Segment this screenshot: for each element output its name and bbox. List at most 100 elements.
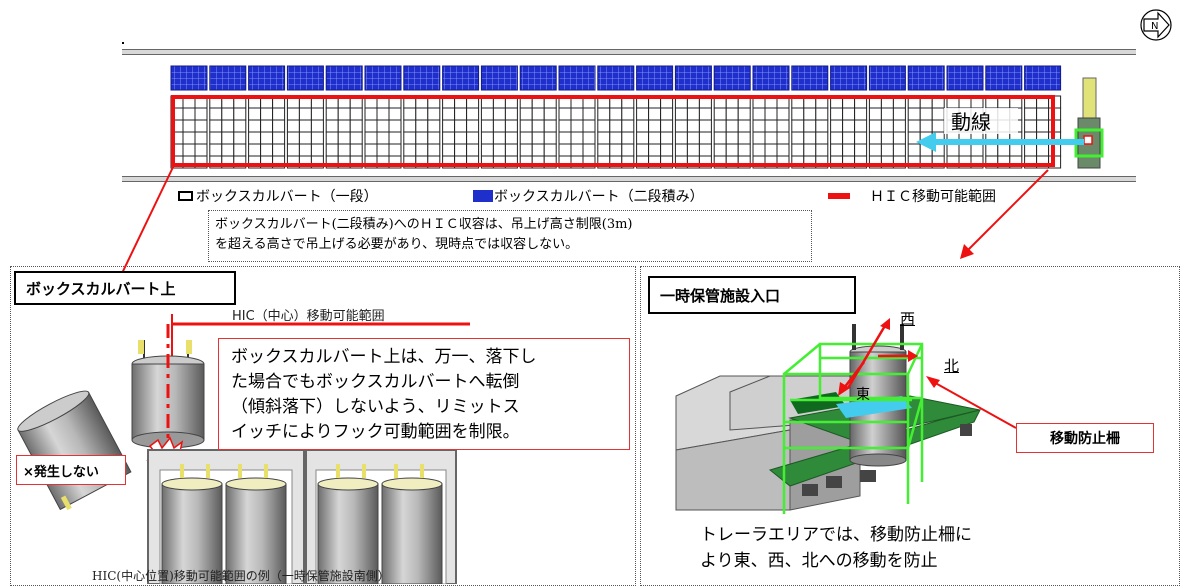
single-culvert-cell — [737, 107, 751, 121]
single-culvert-cell — [454, 143, 468, 157]
single-culvert-cell — [286, 107, 300, 121]
single-culvert-cell — [946, 143, 960, 157]
single-culvert-cell — [752, 119, 766, 133]
single-culvert-cell — [1024, 143, 1038, 157]
single-culvert-cell — [636, 143, 650, 157]
storage-note: ボックスカルバート(二段積み)へのＨＩＣ収容は、吊上げ高さ制限(3m) を超える… — [208, 210, 812, 262]
double-culvert-block — [248, 65, 286, 91]
single-culvert-cell — [892, 131, 906, 145]
single-culvert-cell — [776, 119, 790, 133]
single-culvert-cell — [310, 107, 324, 121]
right-panel-title: 一時保管施設入口 — [648, 276, 856, 314]
single-culvert-cell — [442, 131, 456, 145]
single-culvert-cell — [349, 107, 363, 121]
single-culvert-cell — [1024, 119, 1038, 133]
single-culvert-cell — [803, 119, 817, 133]
single-culvert-cell — [1036, 107, 1050, 121]
single-culvert-cell — [698, 131, 712, 145]
single-culvert-cell — [272, 143, 286, 157]
single-culvert-cell — [609, 131, 623, 145]
legend-single-swatch — [178, 191, 193, 201]
single-culvert-cell — [209, 119, 223, 133]
single-culvert-cell — [337, 143, 351, 157]
single-culvert-cell — [660, 131, 674, 145]
right-caption: トレーラエリアでは、移動防止柵に より東、西、北への移動を防止 — [700, 522, 972, 574]
single-culvert-cell — [504, 131, 518, 145]
single-culvert-cell — [582, 107, 596, 121]
single-culvert-cell — [764, 131, 778, 145]
single-culvert-cell — [1024, 107, 1038, 121]
single-culvert-cell — [621, 143, 635, 157]
single-culvert-cell — [919, 107, 933, 121]
single-culvert-cell — [868, 119, 882, 133]
single-culvert-cell — [815, 119, 829, 133]
double-culvert-block — [480, 65, 518, 91]
hic-range-outline — [171, 95, 1055, 167]
route-arrow-head — [916, 132, 936, 152]
single-culvert-cell — [570, 131, 584, 145]
single-culvert-cell — [298, 107, 312, 121]
entrance-illustration — [675, 318, 1017, 514]
single-culvert-cell — [830, 143, 844, 157]
single-culvert-cell — [674, 107, 688, 121]
single-culvert-cell — [854, 143, 868, 157]
single-culvert-cell — [194, 131, 208, 145]
single-culvert-cell — [403, 143, 417, 157]
single-culvert-cell — [403, 131, 417, 145]
single-culvert-cell — [597, 119, 611, 133]
single-culvert-cell — [558, 107, 572, 121]
single-culvert-cell — [182, 131, 196, 145]
legend-hic-swatch — [828, 193, 850, 199]
single-culvert-cell — [648, 143, 662, 157]
not-occur-badge: ×発生しない — [16, 455, 126, 485]
stored-cylinders — [161, 464, 443, 584]
single-culvert-cell — [713, 131, 727, 145]
single-culvert-cell — [492, 119, 506, 133]
single-culvert-cell — [531, 107, 545, 121]
double-culvert-block — [442, 65, 480, 91]
single-culvert-cell — [325, 131, 339, 145]
single-culvert-cell — [791, 143, 805, 157]
right-panel — [640, 266, 1180, 586]
single-culvert-cell — [674, 119, 688, 133]
single-culvert-cell — [349, 143, 363, 157]
single-culvert-cell — [519, 131, 533, 145]
single-culvert-cell — [376, 107, 390, 121]
single-culvert-cell — [698, 119, 712, 133]
single-culvert-cell — [725, 119, 739, 133]
single-culvert-cell — [480, 143, 494, 157]
double-culvert-block — [830, 65, 868, 91]
single-culvert-cell — [880, 119, 894, 133]
double-culvert-block — [985, 65, 1023, 91]
single-culvert-cell — [597, 107, 611, 121]
single-culvert-cell — [364, 119, 378, 133]
single-culvert-cell — [609, 107, 623, 121]
single-culvert-cell — [764, 119, 778, 133]
single-culvert-cell — [776, 131, 790, 145]
single-culvert-cell — [543, 107, 557, 121]
callout-line: ボックスカルバート上は、万一、落下し — [231, 347, 537, 367]
single-culvert-cell — [648, 119, 662, 133]
single-culvert-cell — [260, 131, 274, 145]
single-culvert-cell — [325, 119, 339, 133]
single-culvert-cell — [582, 131, 596, 145]
single-culvert-cell — [349, 119, 363, 133]
double-culvert-block — [636, 65, 674, 91]
double-culvert-block — [674, 65, 712, 91]
compass-letter: N — [1151, 21, 1158, 32]
double-culvert-block — [170, 65, 208, 91]
single-culvert-cell — [636, 107, 650, 121]
fence-label: 移動防止柵 — [1016, 423, 1154, 453]
single-culvert-cell — [248, 107, 262, 121]
single-culvert-cell — [260, 119, 274, 133]
single-culvert-cell — [674, 131, 688, 145]
single-culvert-cell — [194, 143, 208, 157]
single-culvert-cell — [248, 143, 262, 157]
single-culvert-cell — [427, 131, 441, 145]
left-panel-title: ボックスカルバート上 — [14, 271, 236, 305]
single-culvert-cell — [868, 107, 882, 121]
tilted-cylinder — [17, 390, 132, 511]
double-culvert-block — [713, 65, 751, 91]
single-culvert-cell — [698, 107, 712, 121]
single-culvert-cell — [597, 143, 611, 157]
